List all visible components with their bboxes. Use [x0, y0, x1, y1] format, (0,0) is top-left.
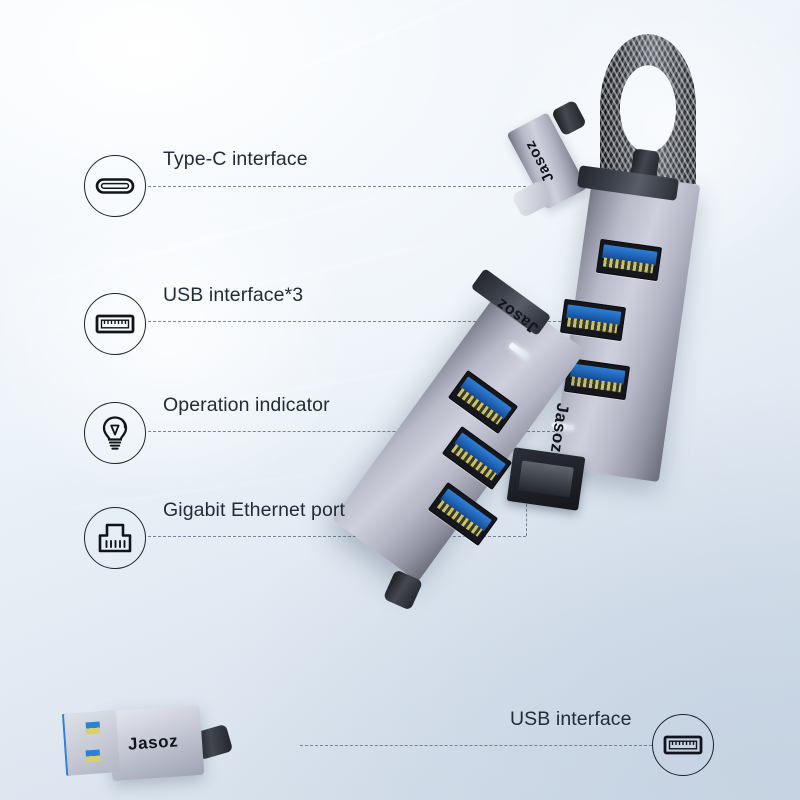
usb-c-icon — [84, 155, 146, 217]
gigabit-ethernet-port — [506, 447, 586, 511]
usb-a-connector-brand: Jasoz — [127, 731, 179, 754]
callout-label-operation-indicator: Operation indicator — [163, 394, 330, 416]
callout-type-c[interactable] — [84, 155, 146, 217]
rj45-icon — [84, 507, 146, 569]
leader-line-usb3 — [148, 321, 596, 322]
callout-usb3[interactable] — [84, 293, 146, 355]
leader-line-usb-a — [300, 745, 652, 746]
callout-usb-a[interactable] — [652, 714, 714, 776]
callout-ethernet[interactable] — [84, 507, 146, 569]
callout-label-usb3: USB interface*3 — [163, 284, 304, 306]
usb-a-plug-contact-upper — [85, 721, 101, 735]
lightbulb-icon — [84, 402, 146, 464]
usb-a-plug-tongue — [61, 710, 121, 776]
leader-line-ethernet — [148, 536, 526, 537]
leader-line-indicator — [148, 431, 560, 432]
rj45-contact-cavity — [518, 460, 574, 498]
usb-a-icon — [84, 293, 146, 355]
callout-operation-indicator[interactable] — [84, 402, 146, 464]
leader-line-type-c — [148, 186, 546, 187]
callout-label-usb-a: USB interface — [510, 708, 632, 730]
background-haze-left — [0, 120, 400, 540]
usb-a-icon — [652, 714, 714, 776]
callout-label-type-c: Type-C interface — [163, 148, 308, 170]
usb-a-plug-contact-lower — [85, 749, 101, 763]
callout-label-ethernet: Gigabit Ethernet port — [163, 499, 346, 521]
